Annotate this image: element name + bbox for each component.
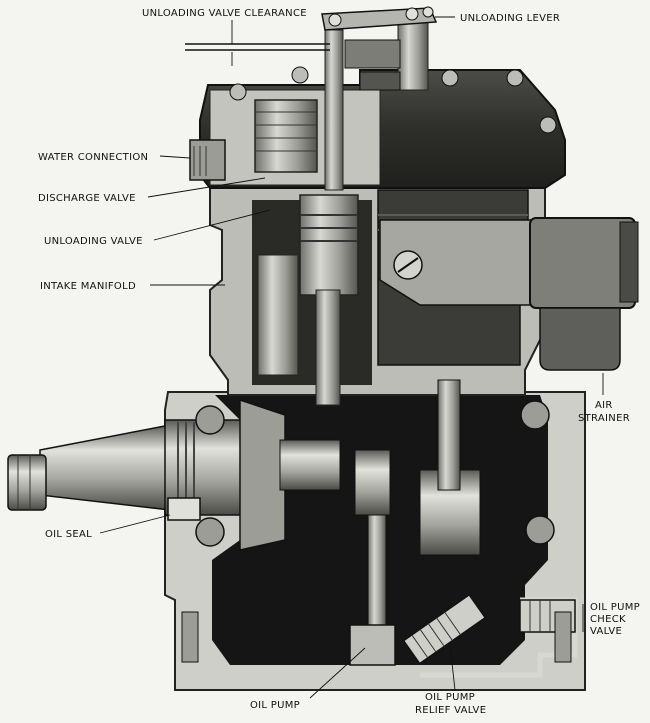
label-unloading-valve: UNLOADING VALVE xyxy=(44,236,143,247)
label-discharge-valve: DISCHARGE VALVE xyxy=(38,193,136,204)
oil-seal xyxy=(167,497,201,521)
unloading-lever-post xyxy=(397,14,429,91)
unloading-valve-stem xyxy=(324,29,344,191)
label-unloading-lever: UNLOADING LEVER xyxy=(460,13,560,24)
label-air-strainer-line1: AIR xyxy=(595,400,613,411)
label-oil-pump-relief-valve-line2: RELIEF VALVE xyxy=(415,705,486,716)
label-oil-seal: OIL SEAL xyxy=(45,529,92,540)
label-oil-pump-check-valve-line3: VALVE xyxy=(590,626,622,637)
label-air-strainer-line2: STRAINER xyxy=(578,413,630,424)
air-strainer-bowl xyxy=(539,307,621,371)
crankshaft-taper xyxy=(39,424,171,511)
label-oil-pump-check-valve-line1: OIL PUMP xyxy=(590,602,640,613)
label-water-connection: WATER CONNECTION xyxy=(38,152,148,163)
intake-elbow xyxy=(379,219,541,306)
label-unloading-valve-clearance: UNLOADING VALVE CLEARANCE xyxy=(142,8,307,19)
crankshaft-nut xyxy=(7,454,47,511)
left-piston xyxy=(299,194,359,296)
oil-pump-body xyxy=(349,624,396,666)
leader-lines xyxy=(99,16,604,699)
right-connecting-rod xyxy=(437,379,461,491)
left-connecting-rod xyxy=(315,289,341,406)
discharge-valve-cage xyxy=(254,99,318,173)
label-oil-pump-check-valve-line2: CHECK xyxy=(590,614,626,625)
oil-pump-drive-rod xyxy=(367,514,387,641)
crank-pin-center xyxy=(354,449,391,516)
compressor-drawing xyxy=(7,6,639,691)
water-connection-port xyxy=(189,139,226,181)
crank-web xyxy=(239,398,286,551)
left-unloader-plunger xyxy=(257,254,299,376)
air-strainer-body xyxy=(529,217,636,309)
crank-journal xyxy=(279,439,341,491)
label-oil-pump: OIL PUMP xyxy=(250,700,300,711)
label-oil-pump-relief-valve-line1: OIL PUMP xyxy=(425,692,475,703)
label-intake-manifold: INTAKE MANIFOLD xyxy=(40,281,136,292)
